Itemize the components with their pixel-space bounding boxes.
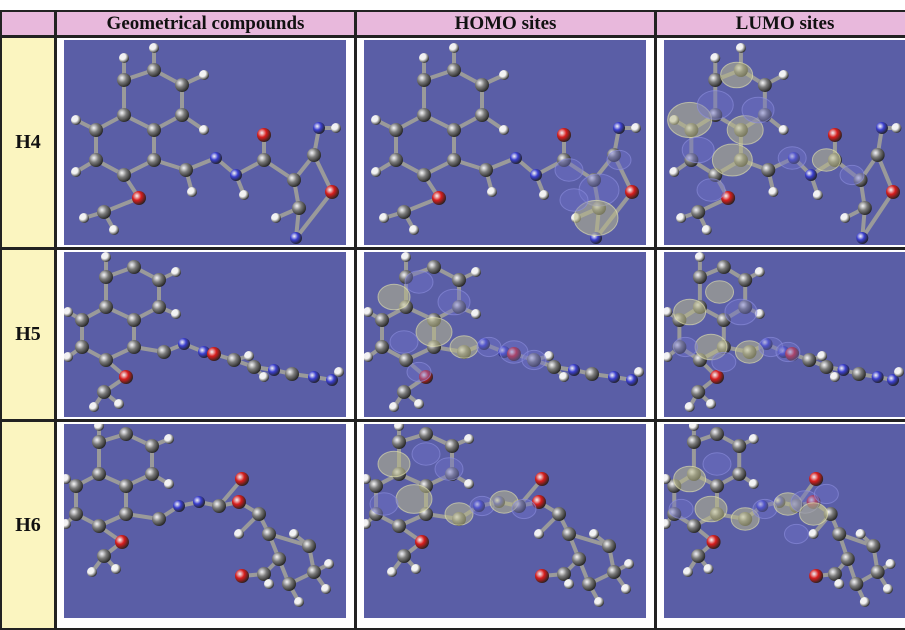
panel-h6-homo: [364, 424, 646, 618]
header-homo-sites: HOMO sites: [355, 10, 656, 37]
row-label-h5: H5: [0, 248, 56, 421]
row-label-h6: H6: [0, 420, 56, 630]
panel-h5-geometry: [64, 252, 346, 417]
header-corner: [0, 10, 56, 37]
row-label-h4: H4: [0, 36, 56, 249]
panel-h4-lumo: [664, 40, 905, 245]
panel-h4-geometry: [64, 40, 346, 245]
panel-h6-geometry: [64, 424, 346, 618]
header-lumo-sites: LUMO sites: [655, 10, 905, 37]
panel-h5-homo: [364, 252, 646, 417]
panel-h5-lumo: [664, 252, 905, 417]
panel-h6-lumo: [664, 424, 905, 618]
panel-h4-homo: [364, 40, 646, 245]
header-geometrical-compounds: Geometrical compounds: [55, 10, 356, 37]
